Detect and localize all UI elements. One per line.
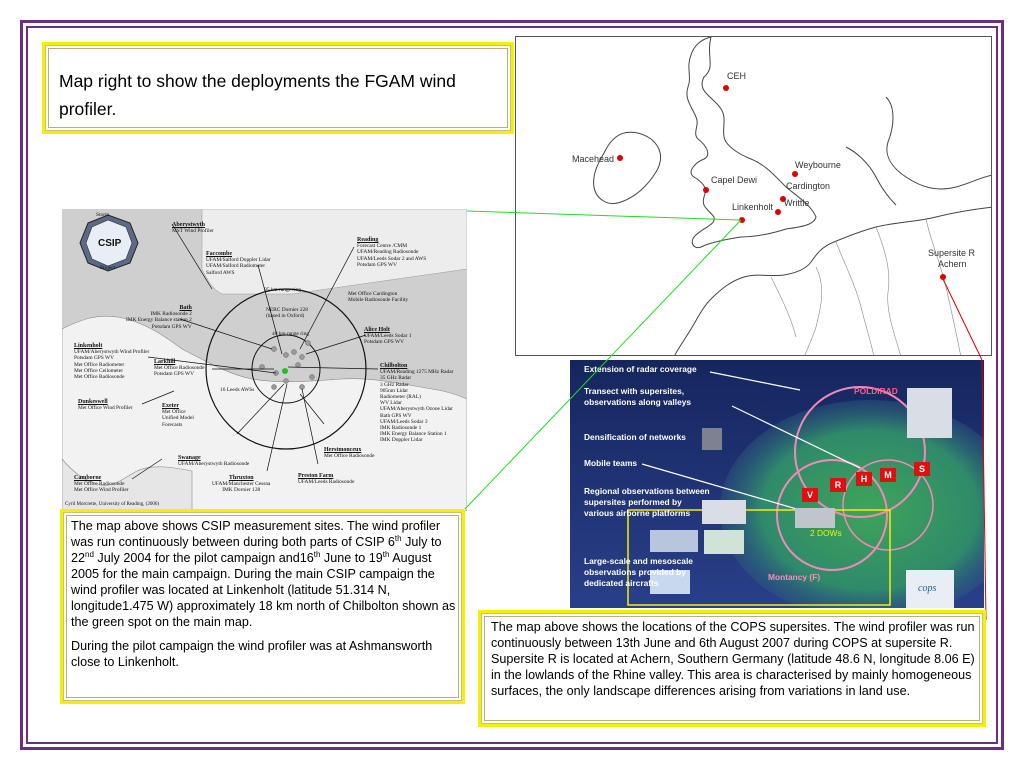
range-ring-40-label: 40 km range ring: [272, 331, 309, 337]
site-label-cardington: Cardington: [786, 181, 831, 191]
supersite-tag-m: M: [880, 468, 896, 482]
cops-paragraph: The map above shows the locations of the…: [491, 620, 975, 698]
writtle-marker: [775, 209, 781, 215]
cops-item-regional: Regional observations between supersites…: [584, 486, 710, 518]
site-label-achern: Achern: [938, 259, 967, 269]
supersite-tag-h: H: [856, 472, 872, 486]
capel-dewi-marker: [703, 187, 709, 193]
weybourne-marker: [792, 171, 798, 177]
supersite-tag-r: R: [830, 478, 846, 492]
site-label-writtle: Writtle: [784, 198, 810, 208]
cops-item-mobile: Mobile teams: [584, 458, 638, 468]
supersite-tag-s: S: [914, 462, 930, 476]
site-label-capel-dewi: Capel Dewi: [711, 175, 758, 185]
csip-map: Storm CSIP Project 95 km range ring 40 k…: [62, 209, 467, 511]
europe-map: CEH Macehead Capel Dewi Weybourne Cardin…: [515, 36, 992, 356]
cops-item-transect: Transect with supersites, observations a…: [584, 386, 692, 407]
cardington-marker: [780, 196, 786, 202]
cops-logo: cops: [918, 583, 937, 594]
nerc-label: NERC Dornier 228 (based in Oxford): [266, 307, 308, 320]
supersite-tag-v: V: [802, 488, 818, 502]
csip-paragraph-1: The map above shows CSIP measurement sit…: [71, 519, 456, 629]
csip-paragraph-2: During the pilot campaign the wind profi…: [71, 639, 433, 669]
csip-logo-main: CSIP: [98, 238, 122, 249]
cops-text-box: The map above shows the locations of the…: [478, 610, 986, 727]
csip-credit: Cyril Morcrette, University of Reading, …: [65, 502, 160, 507]
europe-map-graphic: [593, 37, 991, 355]
outer-frame: [20, 20, 1004, 750]
cops-item-networks: Densification of networks: [584, 432, 686, 442]
site-label-supersite-r: Supersite R: [928, 248, 976, 258]
site-label-weybourne: Weybourne: [795, 160, 841, 170]
csip-text-box: The map above shows CSIP measurement sit…: [60, 509, 465, 704]
aws-label: 16 Leeds AWSs: [220, 387, 255, 393]
cops-item-large-scale: Large-scale and mesoscale observations p…: [584, 556, 693, 588]
site-label-ceh: CEH: [727, 71, 747, 81]
page-title: Map right to show the deployments the FG…: [59, 71, 456, 119]
poldirad-label: POLDIRAD: [854, 386, 898, 396]
montancy-label: Montancy (F): [768, 572, 821, 582]
supersite-r-marker: [940, 274, 946, 280]
cops-map: Extension of radar coverage Transect wit…: [570, 360, 984, 608]
ceh-marker: [723, 85, 729, 91]
dows-label: 2 DOWs: [810, 528, 842, 538]
range-ring-95-label: 95 km range ring: [264, 287, 301, 293]
site-label-linkenholt: Linkenholt: [732, 202, 774, 212]
macehead-marker: [617, 155, 623, 161]
csip-map-graphic: [62, 209, 467, 511]
csip-logo-top: Storm: [96, 212, 110, 218]
linkenholt-marker: [739, 217, 745, 223]
cops-item-radar: Extension of radar coverage: [584, 364, 697, 374]
inner-frame: [26, 26, 998, 744]
csip-site-cardington: Met Office Cardington Mobile Radiosonde …: [348, 291, 409, 304]
site-label-macehead: Macehead: [572, 154, 615, 164]
csip-logo-bottom: Project: [100, 265, 116, 271]
title-box: Map right to show the deployments the FG…: [42, 42, 514, 134]
